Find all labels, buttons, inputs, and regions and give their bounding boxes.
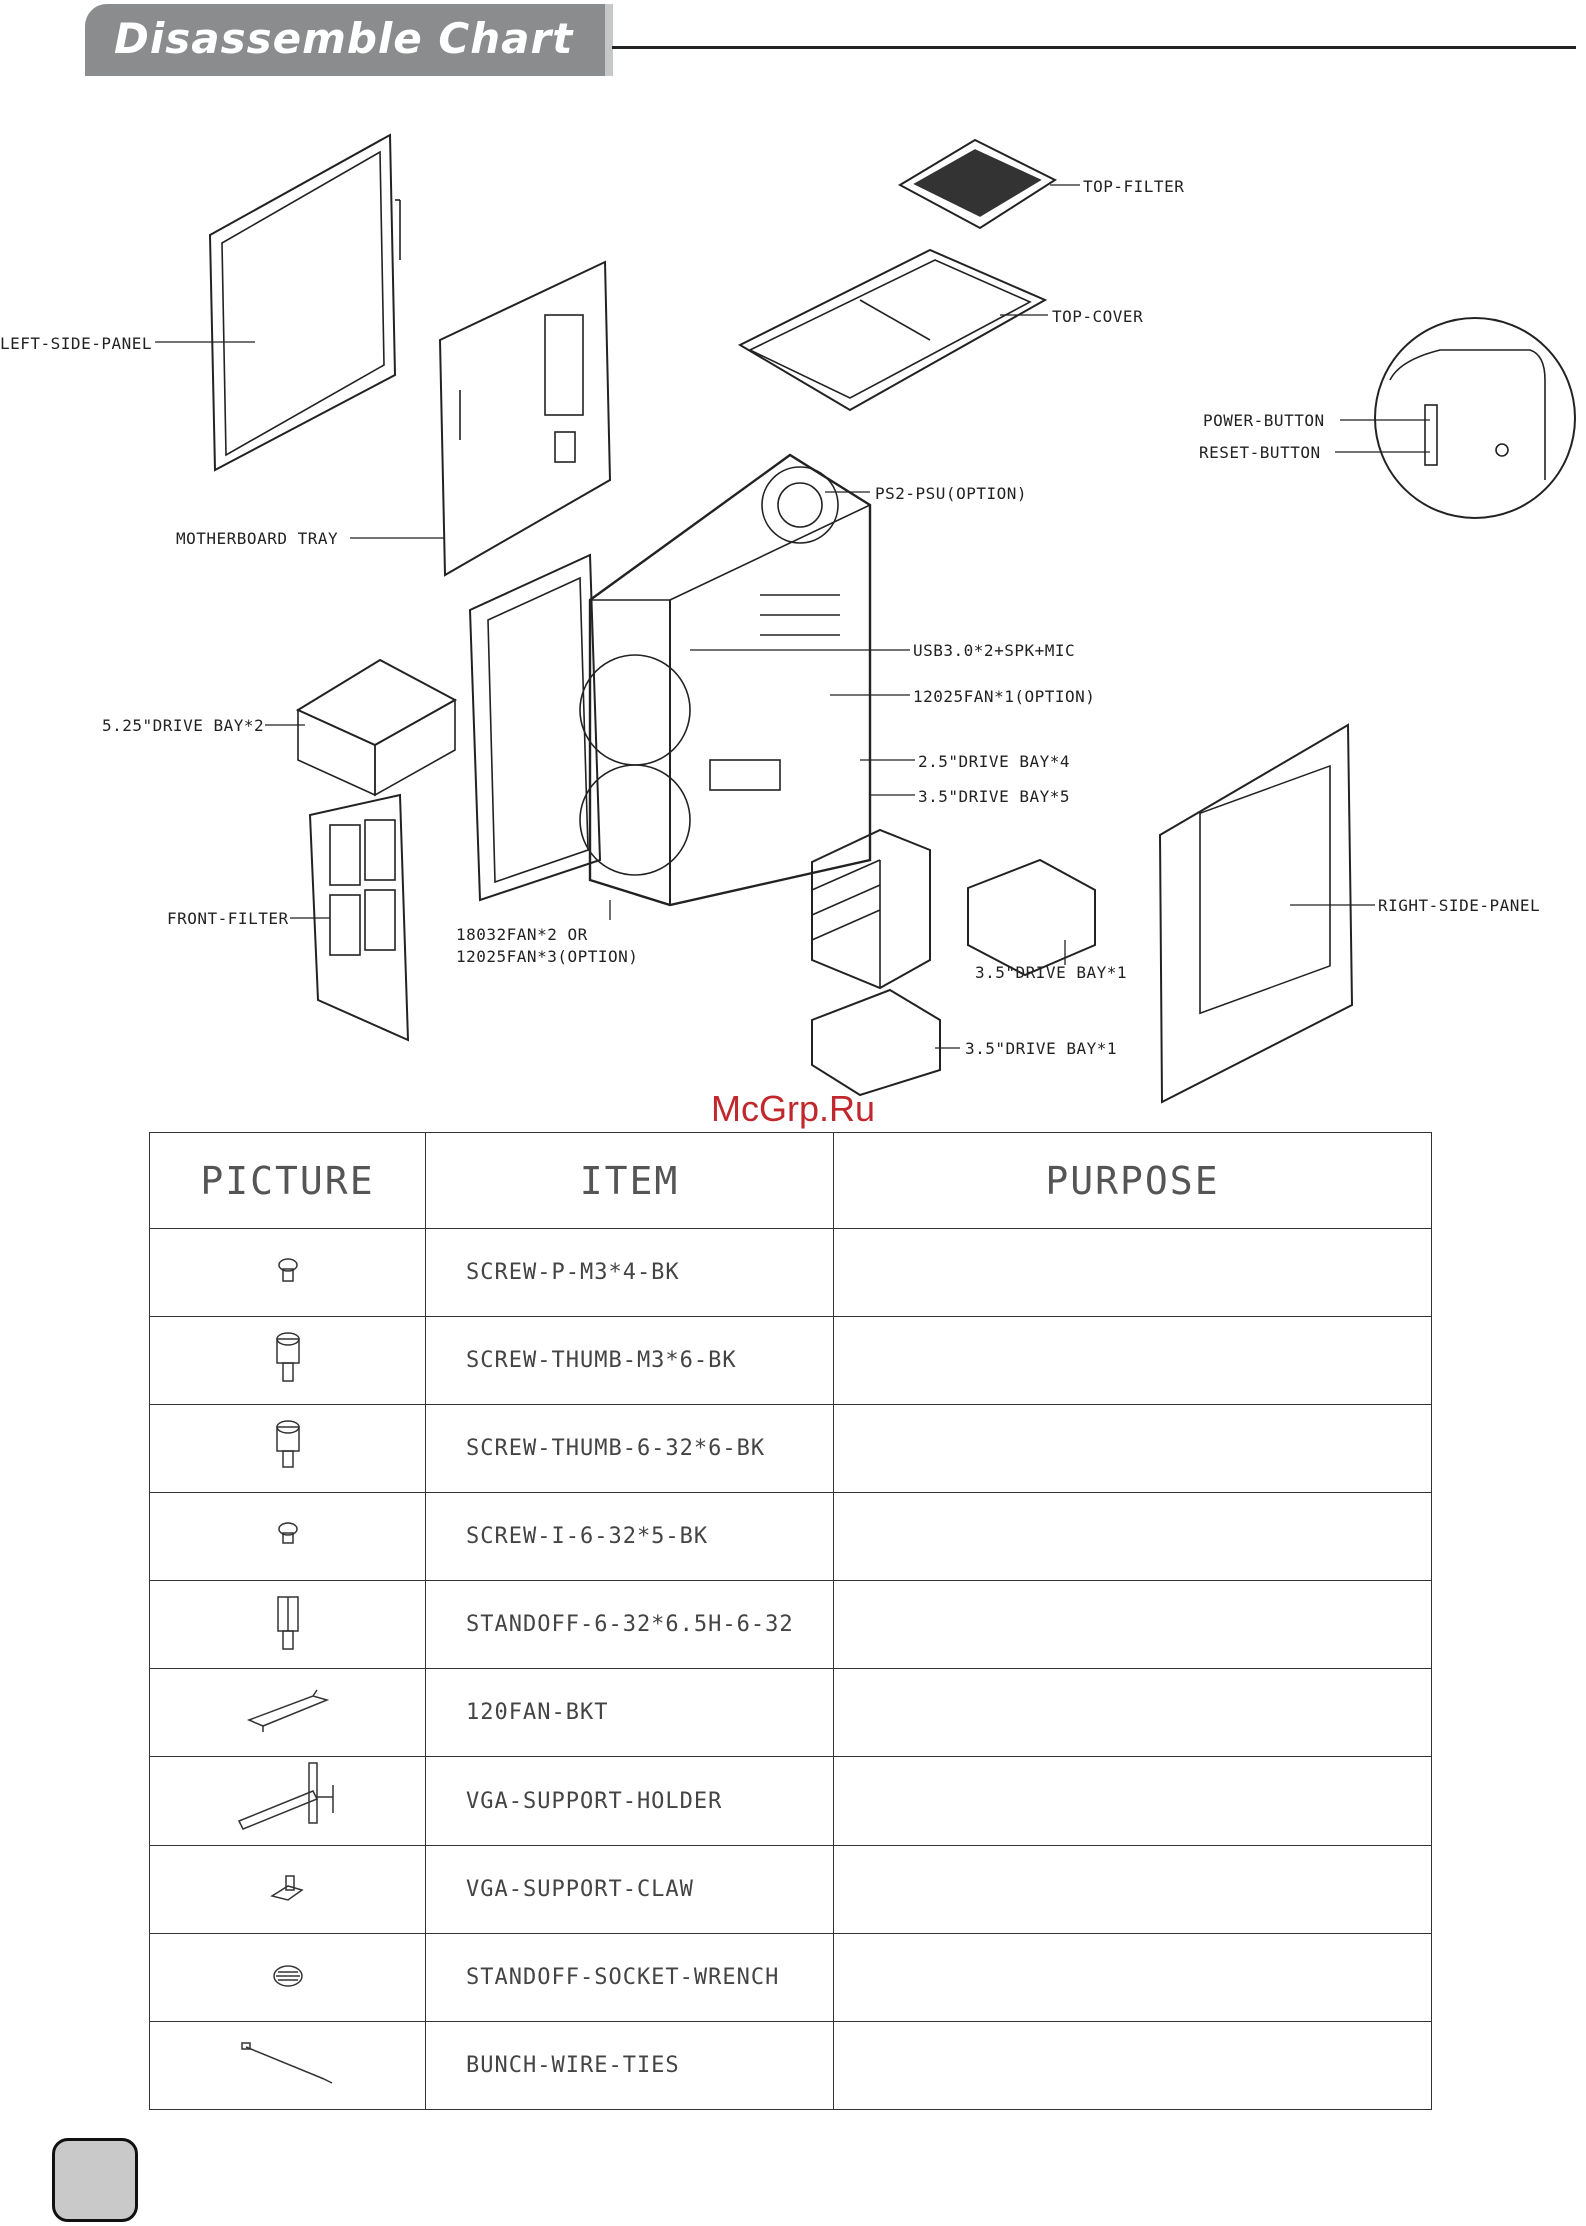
callout-front-filter: FRONT-FILTER — [167, 909, 289, 928]
purpose-cell — [833, 1316, 1432, 1405]
callout-drive-35-a: 3.5"DRIVE BAY*1 — [975, 963, 1127, 982]
small-screw-icon — [277, 1257, 298, 1282]
item-name: STANDOFF-SOCKET-WRENCH — [425, 1933, 834, 2022]
purpose-cell — [833, 1228, 1432, 1317]
table-row: BUNCH-WIRE-TIES — [149, 2021, 1432, 2110]
parts-table: PICTURE ITEM PURPOSE SCREW-P-M3*4-BK SCR… — [149, 1132, 1432, 2110]
callout-psu: PS2-PSU(OPTION) — [875, 484, 1027, 503]
vga-claw-icon — [269, 1874, 304, 1901]
callout-drive-35x5: 3.5"DRIVE BAY*5 — [918, 787, 1070, 806]
table-row: SCREW-I-6-32*5-BK — [149, 1492, 1432, 1581]
header-rule — [612, 46, 1576, 49]
drive-525-drawing — [295, 658, 458, 797]
purpose-cell — [833, 2021, 1432, 2110]
table-row: 120FAN-BKT — [149, 1668, 1432, 1757]
item-name: STANDOFF-6-32*6.5H-6-32 — [425, 1580, 834, 1669]
thumb-screw-icon — [275, 1419, 300, 1468]
purpose-cell — [833, 1668, 1432, 1757]
table-row: VGA-SUPPORT-CLAW — [149, 1845, 1432, 1934]
item-name: SCREW-THUMB-M3*6-BK — [425, 1316, 834, 1405]
table-row: SCREW-THUMB-6-32*6-BK — [149, 1404, 1432, 1493]
callout-fan-12025: 12025FAN*1(OPTION) — [913, 687, 1095, 706]
item-name: VGA-SUPPORT-CLAW — [425, 1845, 834, 1934]
purpose-cell — [833, 1933, 1432, 2022]
right-side-panel-drawing — [1158, 723, 1354, 1104]
chassis-drawing — [579, 453, 872, 907]
callout-usb: USB3.0*2+SPK+MIC — [913, 641, 1075, 660]
purpose-cell — [833, 1756, 1432, 1846]
callout-reset-button: RESET-BUTTON — [1199, 443, 1321, 462]
header-tab — [85, 4, 613, 76]
header-item: ITEM — [425, 1132, 834, 1229]
drive-35-small-a-drawing — [967, 858, 1096, 977]
callout-drive-25: 2.5"DRIVE BAY*4 — [918, 752, 1070, 771]
header-purpose: PURPOSE — [833, 1132, 1432, 1229]
left-side-panel-drawing — [208, 133, 401, 472]
top-cover-drawing — [737, 248, 1048, 412]
callout-power-button: POWER-BUTTON — [1203, 411, 1325, 430]
item-name: BUNCH-WIRE-TIES — [425, 2021, 834, 2110]
drive-35x5-drawing — [811, 828, 931, 990]
leader-lines — [155, 184, 1430, 1049]
front-filter-drawing — [308, 793, 410, 1042]
watermark: McGrp.Ru — [710, 1088, 876, 1129]
fan-bracket-icon — [246, 1689, 329, 1732]
callout-top-filter: TOP-FILTER — [1083, 177, 1184, 196]
small-screw-icon — [277, 1521, 298, 1544]
button-detail-drawing — [1374, 317, 1576, 519]
table-row: STANDOFF-6-32*6.5H-6-32 — [149, 1580, 1432, 1669]
table-header-row: PICTURE ITEM PURPOSE — [149, 1132, 1432, 1229]
vga-holder-icon — [237, 1762, 334, 1830]
drive-35-small-b-drawing — [811, 988, 941, 1097]
table-row: SCREW-P-M3*4-BK — [149, 1228, 1432, 1317]
callout-front-fan-1: 18032FAN*2 OR — [456, 925, 588, 944]
item-name: VGA-SUPPORT-HOLDER — [425, 1756, 834, 1846]
callout-front-fan-2: 12025FAN*3(OPTION) — [456, 947, 638, 966]
callout-right-side-panel: RIGHT-SIDE-PANEL — [1378, 896, 1540, 915]
table-row: VGA-SUPPORT-HOLDER — [149, 1756, 1432, 1846]
table-row: STANDOFF-SOCKET-WRENCH — [149, 1933, 1432, 2022]
item-name: SCREW-P-M3*4-BK — [425, 1228, 834, 1317]
callout-left-side-panel: LEFT-SIDE-PANEL — [0, 334, 152, 353]
page-title: Disassemble Chart — [114, 14, 574, 63]
item-name: SCREW-THUMB-6-32*6-BK — [425, 1404, 834, 1493]
purpose-cell — [833, 1492, 1432, 1581]
top-filter-drawing — [897, 138, 1058, 230]
callout-motherboard-tray: MOTHERBOARD TRAY — [176, 529, 338, 548]
header-picture: PICTURE — [149, 1132, 426, 1229]
table-row: SCREW-THUMB-M3*6-BK — [149, 1316, 1432, 1405]
front-bezel-drawing — [468, 553, 602, 902]
motherboard-tray-drawing — [438, 260, 612, 577]
callout-drive-35-b: 3.5"DRIVE BAY*1 — [965, 1039, 1117, 1058]
socket-wrench-icon — [272, 1964, 303, 1987]
thumb-screw-icon — [275, 1331, 300, 1382]
exploded-diagram: TOP-FILTER TOP-COVER LEFT-SIDE-PANEL POW… — [0, 100, 1586, 1110]
purpose-cell — [833, 1845, 1432, 1934]
wire-tie-icon — [240, 2041, 332, 2084]
purpose-cell — [833, 1580, 1432, 1669]
callout-drive-525: 5.25"DRIVE BAY*2 — [102, 716, 264, 735]
callout-top-cover: TOP-COVER — [1052, 307, 1143, 326]
item-name: SCREW-I-6-32*5-BK — [425, 1492, 834, 1581]
purpose-cell — [833, 1404, 1432, 1493]
standoff-icon — [276, 1595, 299, 1650]
page-number-badge — [52, 2138, 138, 2222]
item-name: 120FAN-BKT — [425, 1668, 834, 1757]
